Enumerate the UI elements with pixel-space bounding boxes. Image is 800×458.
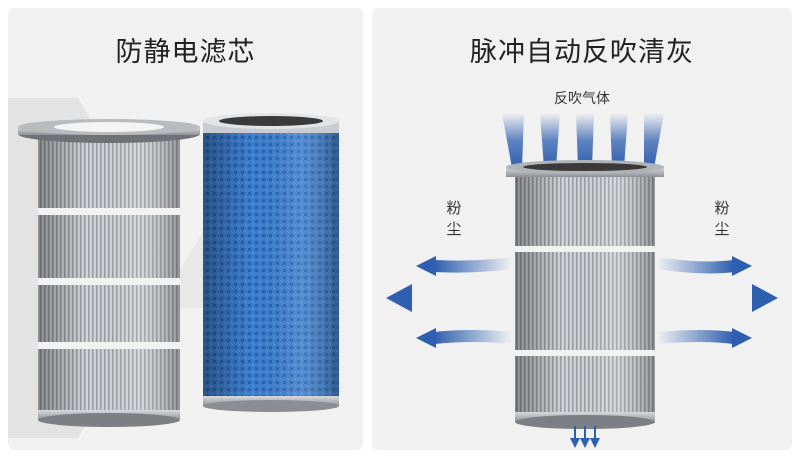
blowback-gas-label: 反吹气体	[554, 91, 610, 107]
dust-label-left: 粉尘	[446, 199, 462, 238]
panel-title: 防静电滤芯	[115, 37, 256, 68]
gray-filter-cartridge	[18, 119, 200, 427]
pulse-backflush-panel: 脉冲自动反吹清灰 反吹气体	[372, 8, 792, 450]
filter-product-photo	[8, 98, 339, 438]
dust-outflow-arrows-right	[656, 256, 778, 348]
dust-outflow-arrows-left	[386, 256, 513, 348]
antistatic-filter-panel: 防静电滤芯	[8, 8, 363, 450]
backflush-diagram	[386, 113, 778, 448]
blue-filter-cartridge	[203, 113, 339, 412]
panel-title: 脉冲自动反吹清灰	[470, 37, 694, 68]
filter-cartridge	[506, 160, 664, 429]
dust-label-right: 粉尘	[714, 199, 730, 238]
bottom-outflow-arrows	[570, 426, 600, 448]
blowback-jet-arrows	[502, 113, 664, 168]
